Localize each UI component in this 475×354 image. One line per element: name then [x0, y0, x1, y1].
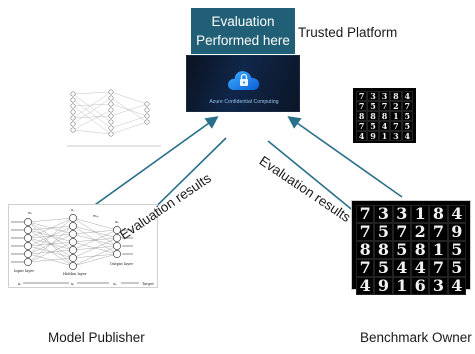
- arrow-publisher-to-platform: [84, 116, 219, 213]
- mnist-digit: 4: [401, 131, 413, 141]
- mnist-digit: 8: [356, 111, 368, 121]
- mnist-digit: 5: [447, 259, 466, 277]
- mnist-digit: 1: [392, 277, 411, 295]
- azure-confidential-panel: Azure Confidential Computing: [186, 55, 300, 112]
- mnist-digit: 9: [374, 277, 393, 295]
- mnist-digit: 5: [367, 121, 379, 131]
- mnist-digit: 4: [356, 277, 375, 295]
- mnist-digit: 3: [378, 91, 391, 101]
- mnist-digit: 8: [367, 111, 379, 121]
- mnist-digit: 8: [390, 91, 402, 101]
- arrow-owner-to-platform: [287, 116, 403, 198]
- mnist-digit: 3: [374, 205, 393, 223]
- mnist-digit: 3: [392, 205, 411, 223]
- neural-network-thumbnail: [61, 82, 167, 152]
- mnist-digit: 7: [356, 223, 375, 241]
- mnist-digit: 5: [374, 223, 393, 241]
- mnist-digit: 9: [367, 131, 379, 141]
- mnist-digit: 4: [392, 259, 411, 277]
- evaluation-box-line1: Evaluation: [211, 14, 275, 29]
- mnist-digit: 7: [429, 259, 448, 277]
- mnist-digit: 1: [390, 111, 402, 121]
- mnist-digit: 4: [411, 259, 430, 277]
- mnist-digit: 3: [367, 91, 379, 101]
- nn-label-node-hidden: uⱼ: [71, 208, 74, 212]
- model-publisher-caption: Model Publisher: [48, 330, 145, 345]
- mnist-digit: 8: [356, 241, 375, 259]
- mnist-digit: 7: [401, 101, 413, 111]
- mnist-digit: 5: [367, 101, 379, 111]
- mnist-digit: 9: [447, 223, 466, 241]
- mnist-digit: 7: [356, 121, 368, 131]
- mnist-digit: 7: [356, 259, 375, 277]
- mnist-digit: 2: [390, 101, 402, 111]
- benchmark-owner-caption: Benchmark Owner: [360, 330, 472, 345]
- mnist-digit: 7: [378, 101, 391, 111]
- mnist-digit: 5: [374, 259, 393, 277]
- mnist-digit: 6: [411, 277, 430, 295]
- mnist-digit: 8: [374, 241, 393, 259]
- mnist-digit: 7: [392, 223, 411, 241]
- nn-label-x-in: xᵢ: [18, 282, 21, 286]
- azure-panel-caption: Azure Confidential Computing: [209, 99, 279, 105]
- mnist-digit: 1: [429, 241, 448, 259]
- mnist-digit: 7: [429, 223, 448, 241]
- mnist-digit: 8: [378, 111, 391, 121]
- nn-label-x-out: oₖ: [113, 282, 117, 286]
- evaluation-box: Evaluation Performed here: [191, 8, 295, 54]
- mnist-digit: 7: [390, 121, 402, 131]
- nn-label-weight-in: wᵢ: [28, 211, 32, 215]
- mnist-digit: 7: [356, 91, 368, 101]
- mnist-digit: 4: [447, 277, 466, 295]
- neural-network-diagram: wᵢ uⱼ wⱼₖ uₖ Input layer Hidden layer Ou…: [8, 204, 158, 288]
- mnist-digit: 1: [378, 131, 391, 141]
- mnist-digit: 4: [401, 91, 413, 101]
- nn-label-target: Target: [142, 282, 154, 286]
- mnist-digit: 4: [447, 205, 466, 223]
- evaluation-box-line2: Performed here: [196, 33, 290, 48]
- nn-label-x-mid: xⱼ: [71, 282, 74, 286]
- mnist-digit: 1: [411, 205, 430, 223]
- mnist-digit: 4: [378, 121, 391, 131]
- nn-label-weight-jk: wⱼₖ: [93, 214, 99, 218]
- mnist-digit: 5: [401, 121, 413, 131]
- mnist-digit: 5: [447, 241, 466, 259]
- nn-label-node-output: uₖ: [115, 220, 119, 224]
- mnist-digit: 3: [390, 131, 402, 141]
- mnist-digit: 5: [401, 111, 413, 121]
- nn-label-hidden-layer: Hidden layer: [63, 272, 87, 276]
- mnist-digit: 4: [356, 131, 368, 141]
- mnist-digit: 5: [392, 241, 411, 259]
- mnist-digit: 7: [356, 101, 368, 111]
- nn-label-output-layer: Output layer: [110, 262, 133, 266]
- mnist-digit: 8: [429, 205, 448, 223]
- nn-label-input-layer: Input layer: [14, 269, 34, 273]
- mnist-digit: 8: [411, 241, 430, 259]
- cloud-lock-icon: [226, 64, 262, 101]
- mnist-digit: 2: [411, 223, 430, 241]
- mnist-digit: 3: [429, 277, 448, 295]
- mnist-digit: 7: [356, 205, 375, 223]
- trusted-platform-label: Trusted Platform: [298, 25, 398, 40]
